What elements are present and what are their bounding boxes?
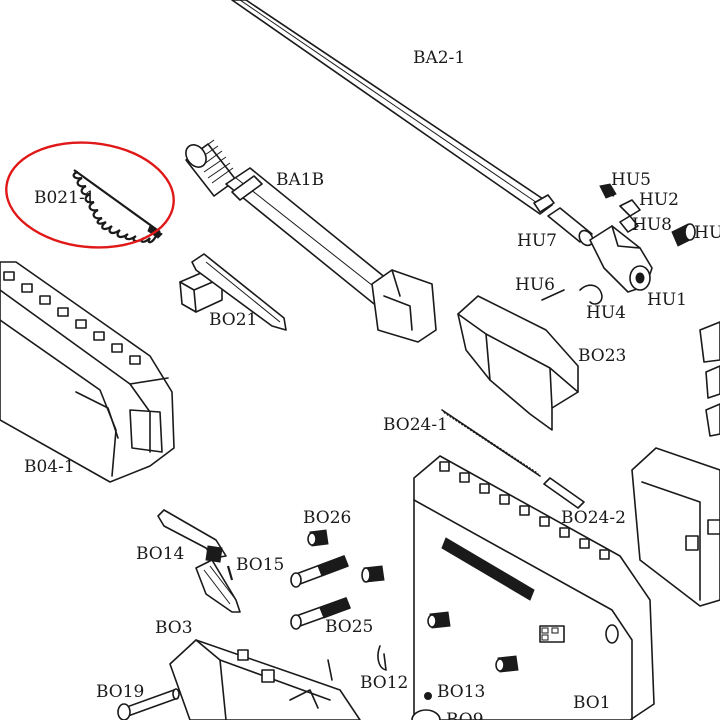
label-hu6: HU6 — [515, 275, 555, 295]
highlight-circle — [5, 141, 175, 249]
label-bo14: BO14 — [136, 544, 184, 564]
label-hu8: HU8 — [632, 215, 672, 235]
spring-bo24-1 — [441, 409, 541, 477]
spring-bo15 — [226, 565, 234, 581]
lower-housing-bo3 — [169, 639, 361, 720]
label-ba1b: BA1B — [276, 170, 324, 190]
outer-barrel-ba1b — [185, 139, 437, 343]
right-edge-parts — [631, 321, 720, 607]
screws-bo25 — [290, 555, 385, 630]
label-bo21: BO21 — [209, 310, 257, 330]
pin-clip-bo12 — [327, 645, 387, 681]
label-bo19: BO19 — [96, 682, 144, 702]
label-bo15: BO15 — [236, 555, 284, 575]
label-bo25: BO25 — [325, 617, 373, 637]
cover-bo23 — [457, 295, 579, 431]
label-hu7: HU7 — [517, 231, 557, 251]
hopup-group — [541, 183, 696, 305]
label-bo3: BO3 — [155, 618, 193, 638]
loose-screws — [427, 611, 519, 673]
label-ba2-1: BA2-1 — [413, 48, 465, 68]
barrel-ba2-1 — [231, 0, 555, 215]
receiver-bo1 — [413, 455, 655, 720]
label-hu5: HU5 — [611, 170, 651, 190]
handguard-b04-1 — [0, 261, 175, 483]
guide-rod-bo24-2 — [543, 477, 585, 509]
label-hu2: HU2 — [639, 190, 679, 210]
label-bo24-2: BO24-2 — [561, 508, 626, 528]
label-b04-1: B04-1 — [24, 457, 75, 477]
charging-handle-bo21 — [179, 253, 287, 331]
trigger-bo14 — [157, 509, 241, 613]
label-bo1: BO1 — [573, 693, 611, 713]
label-bo23: BO23 — [578, 346, 626, 366]
label-b021-1: B021-1 — [34, 188, 96, 208]
label-hu: HU — [694, 223, 720, 243]
label-bo13: BO13 — [437, 682, 485, 702]
label-hu4: HU4 — [586, 303, 626, 323]
label-bo9: BO9 — [446, 710, 484, 720]
label-bo26: BO26 — [303, 508, 351, 528]
label-bo24-1: BO24-1 — [383, 415, 448, 435]
ball-bo13 — [424, 692, 432, 700]
label-bo12: BO12 — [360, 673, 408, 693]
part-bo9 — [411, 709, 441, 720]
pin-bo19 — [117, 688, 180, 720]
screw-bo26 — [307, 529, 329, 547]
label-hu1: HU1 — [647, 290, 687, 310]
